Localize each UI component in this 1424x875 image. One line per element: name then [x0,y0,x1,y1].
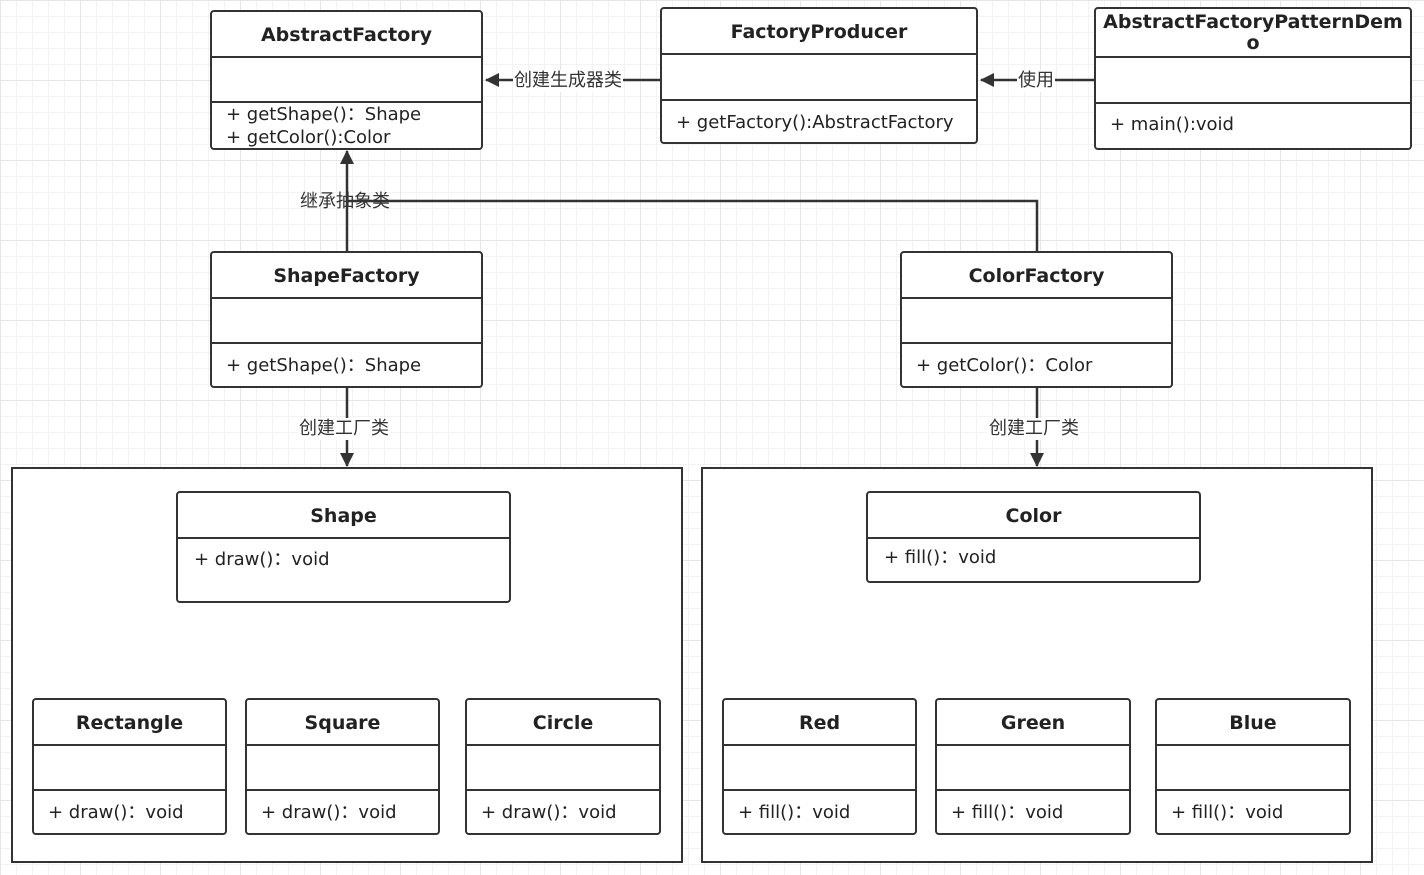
method-item: + fill()：void [738,802,851,823]
method-item: + getFactory():AbstractFactory [676,112,954,133]
class-attributes [724,746,915,791]
uses-label: 使用 [1017,70,1055,92]
method-item: + fill()：void [884,547,997,568]
class-title: Shape [178,493,509,539]
class-title: Blue [1157,700,1349,746]
creates-color-factory-label: 创建工厂类 [988,418,1080,440]
class-title: Circle [467,700,659,746]
class-methods: + getShape()：Shape + getColor():Color [212,103,481,148]
class-title: FactoryProducer [662,9,976,55]
blue-class[interactable]: Blue + fill()：void [1155,698,1351,835]
circle-class[interactable]: Circle + draw()：void [465,698,661,835]
creates-producer-label: 创建生成器类 [513,70,623,92]
color-class[interactable]: Color + fill()：void [866,491,1201,583]
shape-factory-class[interactable]: ShapeFactory + getShape()：Shape [210,251,483,388]
class-methods: + fill()：void [724,791,915,825]
class-methods: + draw()：void [178,539,509,572]
class-title: ShapeFactory [212,253,481,299]
method-item: + draw()：void [481,802,617,823]
method-item: + getShape()：Shape [226,355,422,376]
class-attributes [212,299,481,344]
class-title: AbstractFactoryPatternDemo [1096,9,1410,58]
method-item: + draw()：void [194,549,330,570]
method-item: + fill()：void [951,802,1064,823]
method-item: + draw()：void [48,802,184,823]
class-title: Green [937,700,1129,746]
class-attributes [1096,58,1410,104]
class-attributes [1157,746,1349,791]
inherits-abstract-label: 继承抽象类 [300,191,390,212]
method-item: + draw()：void [261,802,397,823]
class-methods: + fill()：void [1157,791,1349,825]
class-methods: + main():void [1096,104,1410,137]
method-item: + main():void [1110,114,1234,135]
class-methods: + fill()：void [868,539,1199,570]
class-title: ColorFactory [902,253,1171,299]
square-class[interactable]: Square + draw()：void [245,698,440,835]
class-methods: + draw()：void [467,791,659,825]
class-methods: + getShape()：Shape [212,344,481,378]
abstract-factory-class[interactable]: AbstractFactory + getShape()：Shape + get… [210,10,483,150]
class-attributes [662,55,976,101]
class-methods: + getColor()：Color [902,344,1171,378]
demo-class[interactable]: AbstractFactoryPatternDemo + main():void [1094,7,1412,150]
method-item: + getColor()：Color [916,355,1093,376]
class-title: Square [247,700,438,746]
class-title: Red [724,700,915,746]
class-attributes [212,58,481,103]
class-methods: + draw()：void [34,791,225,825]
rectangle-class[interactable]: Rectangle + draw()：void [32,698,227,835]
method-item: + fill()：void [1171,802,1284,823]
class-title: AbstractFactory [212,12,481,58]
class-methods: + draw()：void [247,791,438,825]
green-class[interactable]: Green + fill()：void [935,698,1131,835]
color-factory-inherit-line [347,199,1039,251]
creates-shape-factory-label: 创建工厂类 [298,418,390,440]
class-methods: + getFactory():AbstractFactory [662,101,976,135]
class-methods: + fill()：void [937,791,1129,825]
class-title: Color [868,493,1199,539]
red-class[interactable]: Red + fill()：void [722,698,917,835]
class-attributes [247,746,438,791]
method-item: + getColor():Color [226,127,391,148]
shape-class[interactable]: Shape + draw()：void [176,491,511,603]
class-attributes [34,746,225,791]
factory-producer-class[interactable]: FactoryProducer + getFactory():AbstractF… [660,7,978,144]
method-item: + getShape()：Shape [226,104,422,125]
class-attributes [937,746,1129,791]
class-attributes [467,746,659,791]
class-title: Rectangle [34,700,225,746]
color-factory-class[interactable]: ColorFactory + getColor()：Color [900,251,1173,388]
class-attributes [902,299,1171,344]
